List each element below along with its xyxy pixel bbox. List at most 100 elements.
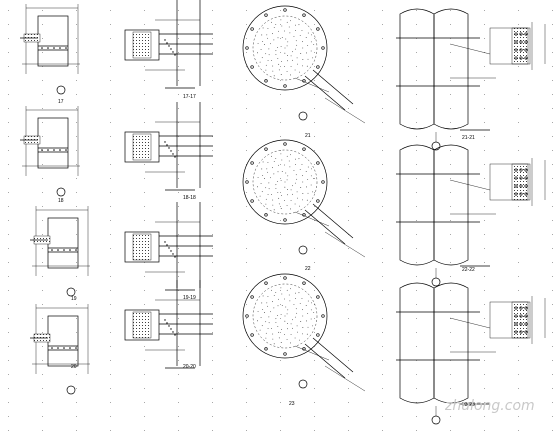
concrete-speck: [261, 57, 263, 59]
concrete-speck: [287, 328, 289, 330]
grid-dot: [178, 10, 179, 11]
concrete-speck: [271, 59, 272, 61]
grid-dot: [280, 262, 281, 263]
grid-dot: [178, 346, 179, 347]
concrete-speck: [289, 300, 291, 302]
grid-dot: [246, 66, 247, 67]
grid-dot: [450, 430, 451, 431]
grid-dot: [280, 66, 281, 67]
grid-dot: [552, 318, 553, 319]
grid-dot: [314, 248, 315, 249]
pile-body-left: [399, 8, 435, 130]
concrete-speck: [312, 325, 314, 327]
concrete-speck: [275, 24, 277, 25]
grid-dot: [280, 220, 281, 221]
grid-dot: [484, 80, 485, 81]
grid-dot: [8, 52, 9, 53]
grid-dot: [212, 52, 213, 53]
grid-dot: [484, 402, 485, 403]
stiffener: [132, 31, 152, 59]
grid-marks: [8, 10, 553, 431]
anchor-hole: [250, 295, 254, 299]
concrete-speck: [270, 311, 272, 313]
grid-dot: [314, 136, 315, 137]
grid-dot: [212, 346, 213, 347]
grid-dot: [314, 192, 315, 193]
grid-dot: [348, 24, 349, 25]
rebar-dot: [164, 39, 166, 41]
plate-frame: [489, 27, 531, 65]
grid-dot: [110, 178, 111, 179]
grid-dot: [348, 262, 349, 263]
grid-dot: [314, 234, 315, 235]
grid-dot: [382, 346, 383, 347]
concrete-speck: [310, 318, 312, 320]
concrete-speck: [284, 181, 286, 183]
concrete-speck: [272, 204, 274, 206]
grid-dot: [8, 346, 9, 347]
rebar-dot: [174, 334, 176, 336]
grid-dot: [110, 248, 111, 249]
grid-dot: [552, 416, 553, 417]
grid-dot: [110, 108, 111, 109]
grid-dot: [76, 346, 77, 347]
concrete-speck: [273, 75, 275, 77]
pile-body-right: [433, 282, 469, 404]
concrete-speck: [278, 203, 280, 205]
concrete-speck: [299, 339, 300, 341]
grid-dot: [144, 24, 145, 25]
grid-dot: [348, 220, 349, 221]
concrete-speck: [268, 188, 270, 190]
grid-dot: [484, 360, 485, 361]
grid-dot: [8, 304, 9, 305]
concrete-speck: [275, 158, 277, 159]
concrete-speck: [272, 65, 274, 67]
grid-dot: [280, 402, 281, 403]
bolt-hole: [519, 314, 523, 318]
rebar-dot: [172, 331, 174, 333]
grid-dot: [42, 234, 43, 235]
grid-dot: [110, 346, 111, 347]
bolt-hole: [514, 32, 518, 36]
bolt-hole: [519, 306, 523, 310]
grid-dot: [416, 276, 417, 277]
axis-bubble: [431, 141, 441, 151]
concrete-speck: [295, 163, 297, 165]
bolt-hole: [519, 330, 523, 334]
grid-dot: [416, 248, 417, 249]
concrete-speck: [272, 70, 274, 72]
anchor-hole: [316, 295, 320, 299]
anchor-hole: [245, 314, 249, 318]
grid-dot: [110, 206, 111, 207]
grid-dot: [42, 430, 43, 431]
grid-dot: [144, 66, 145, 67]
grid-dot: [144, 192, 145, 193]
grid-dot: [314, 304, 315, 305]
grid-dot: [144, 178, 145, 179]
rebar-dot: [75, 347, 77, 349]
grid-dot: [450, 332, 451, 333]
grid-dot: [518, 430, 519, 431]
concrete-speck: [290, 189, 292, 191]
concrete-speck: [313, 178, 315, 180]
joint-detail-17: [20, 4, 80, 95]
grid-dot: [280, 234, 281, 235]
grid-dot: [552, 192, 553, 193]
rebar-dot: [69, 347, 71, 349]
concrete-speck: [264, 44, 265, 45]
grid-dot: [518, 388, 519, 389]
anchor-hole: [264, 347, 268, 351]
concrete-speck: [259, 61, 261, 63]
concrete-speck: [266, 168, 268, 170]
rebar-dot: [174, 54, 176, 56]
grid-dot: [280, 24, 281, 25]
concrete-speck: [273, 161, 275, 163]
grid-dot: [314, 178, 315, 179]
grid-dot: [110, 402, 111, 403]
concrete-speck: [280, 342, 282, 343]
grid-dot: [416, 430, 417, 431]
rebar-dot: [41, 47, 43, 49]
grid-dot: [552, 262, 553, 263]
grid-dot: [76, 38, 77, 39]
